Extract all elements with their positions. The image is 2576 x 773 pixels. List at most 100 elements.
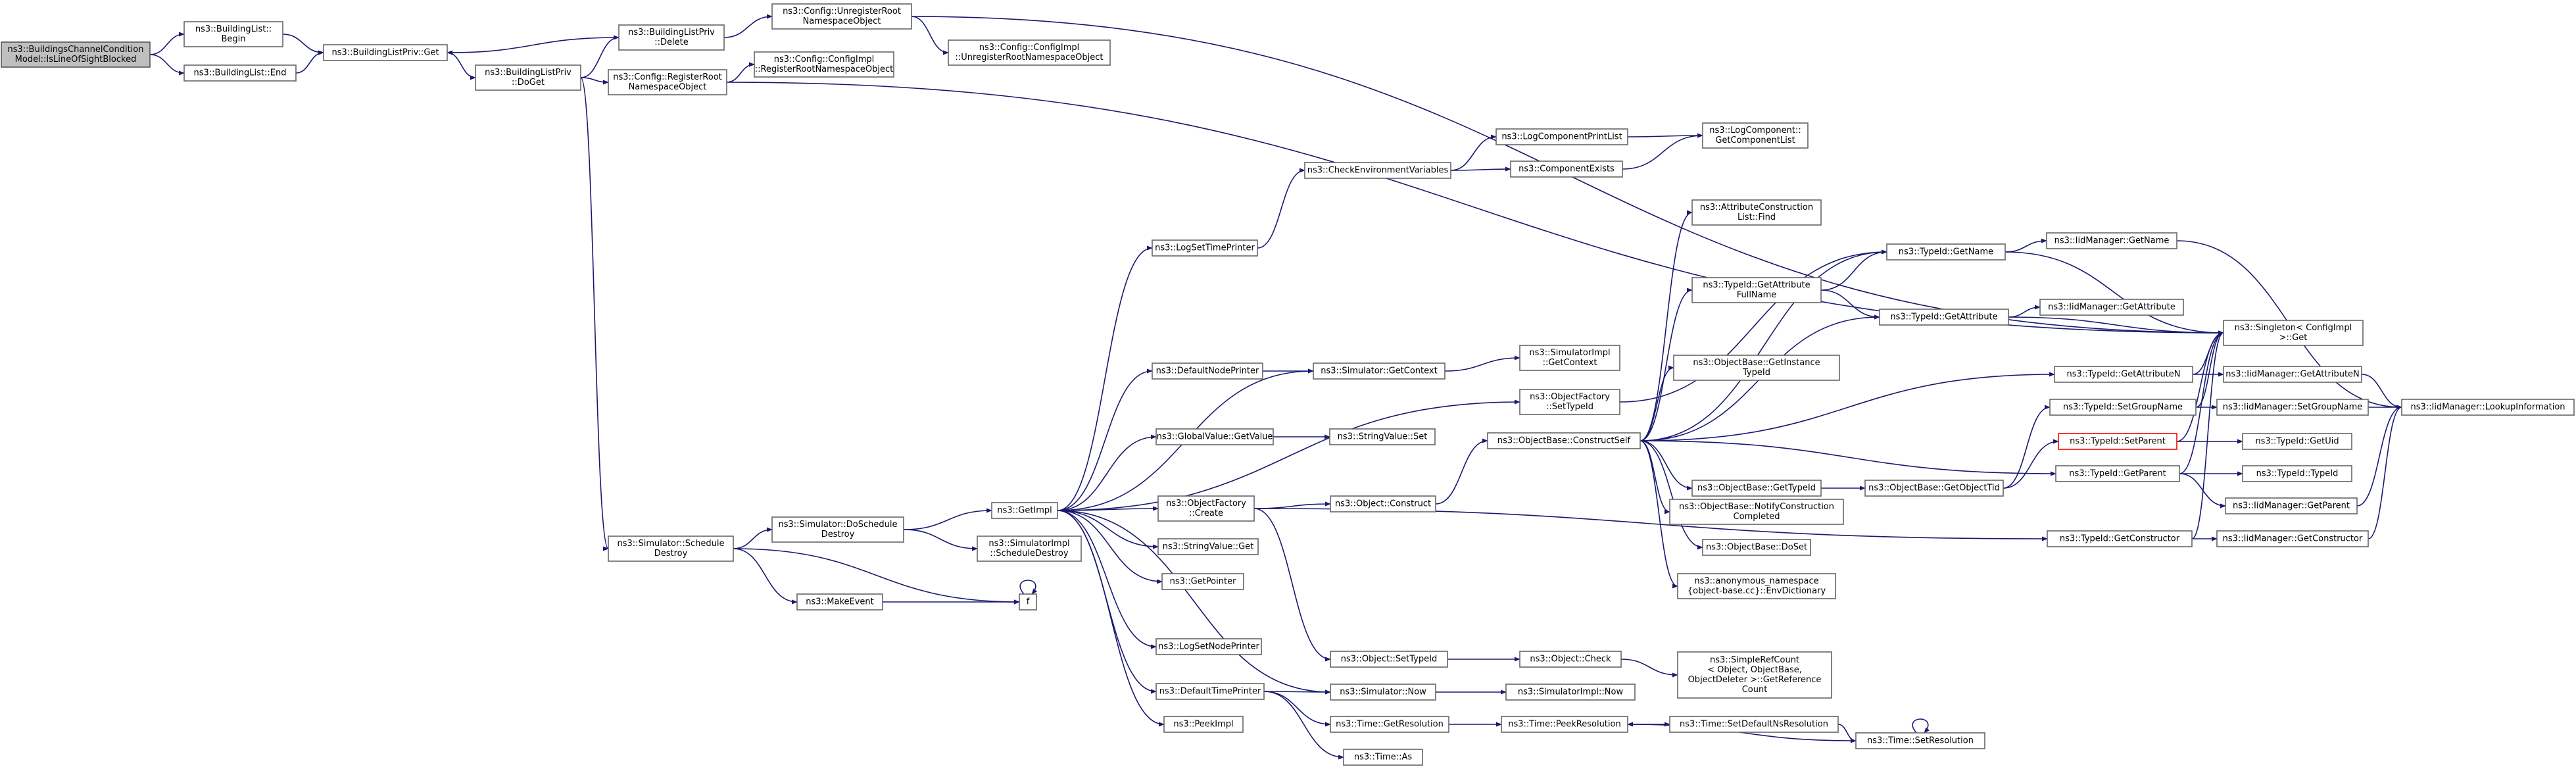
node-tidgetname[interactable]: ns3::TypeId::GetName (1886, 243, 2006, 261)
node-iidgetname[interactable]: ns3::IidManager::GetName (2046, 232, 2177, 249)
node-box (1702, 539, 1811, 556)
node-iidgetctor[interactable]: ns3::IidManager::GetConstructor (2216, 530, 2369, 547)
node-label: ns3::Config::RegisterRoot (613, 72, 722, 82)
node-box (183, 21, 283, 47)
node-box (1677, 573, 1836, 599)
node-label: ns3::Config::UnregisterRoot (783, 7, 901, 16)
node-cfgunreg[interactable]: ns3::Config::UnregisterRootNamespaceObje… (771, 3, 912, 30)
edge-simsched-to-makeevent (733, 548, 798, 605)
node-tidgetctor[interactable]: ns3::TypeId::GetConstructor (2047, 530, 2193, 547)
node-simimplnow[interactable]: ns3::SimulatorImpl::Now (1505, 684, 1636, 701)
node-defnodep[interactable]: ns3::DefaultNodePrinter (1152, 362, 1263, 380)
node-timesetres[interactable]: ns3::Time::SetResolution (1855, 732, 1985, 749)
node-obdoset[interactable]: ns3::ObjectBase::DoSet (1702, 539, 1811, 556)
node-label: NamespaceObject (803, 16, 881, 26)
node-tidgetuid[interactable]: ns3::TypeId::GetUid (2242, 433, 2352, 450)
node-logsetnp[interactable]: ns3::LogSetNodePrinter (1155, 638, 1262, 655)
node-makeevent[interactable]: ns3::MakeEvent (796, 593, 883, 611)
node-blend[interactable]: ns3::BuildingList::End (183, 64, 297, 82)
node-blpdoget[interactable]: ns3::BuildingListPriv::DoGet (475, 64, 581, 91)
edge-tidgetctor-to-singleton (2191, 330, 2224, 539)
node-ofsettid[interactable]: ns3::ObjectFactory::SetTypeId (1519, 389, 1620, 415)
node-logcpl[interactable]: ns3::LogComponentPrintList (1495, 128, 1628, 145)
node-obnotify[interactable]: ns3::ObjectBase::NotifyConstructionCompl… (1669, 499, 1844, 525)
node-svget[interactable]: ns3::StringValue::Get (1157, 538, 1259, 555)
node-simgetctx[interactable]: ns3::Simulator::GetContext (1313, 362, 1446, 380)
node-tidgetparent[interactable]: ns3::TypeId::GetParent (2055, 465, 2180, 482)
node-obgettid[interactable]: ns3::ObjectBase::GetTypeId (1691, 480, 1822, 497)
edge-obconstructself-to-obdoset (1640, 440, 1703, 550)
node-label: FullName (1737, 290, 1777, 300)
node-label: ns3::IidManager::GetConstructor (2223, 534, 2363, 544)
node-compexists[interactable]: ns3::ComponentExists (1510, 161, 1623, 178)
node-timegetres[interactable]: ns3::Time::GetResolution (1330, 716, 1449, 733)
node-label: ns3::TypeId::SetGroupName (2063, 403, 2183, 412)
node-simnow[interactable]: ns3::Simulator::Now (1330, 684, 1436, 701)
node-getptr[interactable]: ns3::GetPointer (1161, 573, 1244, 590)
node-cfgreg[interactable]: ns3::Config::RegisterRootNamespaceObject (608, 69, 727, 95)
node-anonenvdict[interactable]: ns3::anonymous_namespace{object-base.cc}… (1677, 573, 1836, 599)
node-timeas[interactable]: ns3::Time::As (1343, 749, 1423, 766)
node-box (977, 536, 1082, 562)
node-cfgimplunreg[interactable]: ns3::Config::ConfigImpl::UnregisterRootN… (948, 39, 1111, 66)
node-getimpl[interactable]: ns3::GetImpl (991, 502, 1058, 519)
node-objsettid[interactable]: ns3::Object::SetTypeId (1330, 651, 1448, 668)
node-singleton[interactable]: ns3::Singleton< ConfigImpl >::Get (2223, 320, 2364, 346)
node-checkenv[interactable]: ns3::CheckEnvironmentVariables (1304, 162, 1451, 179)
node-simsched[interactable]: ns3::Simulator::ScheduleDestroy (608, 536, 734, 562)
node-objconstruct[interactable]: ns3::Object::Construct (1330, 495, 1436, 512)
node-simimplsd[interactable]: ns3::SimulatorImpl::ScheduleDestroy (977, 536, 1082, 562)
node-objcheck[interactable]: ns3::Object::Check (1519, 651, 1622, 668)
node-timesetdef[interactable]: ns3::Time::SetDefaultNsResolution (1669, 716, 1839, 733)
node-svset[interactable]: ns3::StringValue::Set (1329, 428, 1436, 445)
node-obgetobjtid[interactable]: ns3::ObjectBase::GetObjectTid (1864, 480, 2004, 497)
node-cfgimplreg[interactable]: ns3::Config::ConfigImpl::RegisterRootNam… (754, 51, 894, 78)
node-simimplgetctx[interactable]: ns3::SimulatorImpl::GetContext (1519, 345, 1620, 371)
node-root[interactable]: ns3::BuildingsChannelConditionModel::IsL… (1, 41, 151, 68)
node-label: ns3::SimulatorImpl (1529, 348, 1610, 358)
node-iidgetparent[interactable]: ns3::IidManager::GetParent (2225, 497, 2358, 514)
node-ofcreate[interactable]: ns3::ObjectFactory::Create (1157, 495, 1255, 522)
node-tidgetattrn[interactable]: ns3::TypeId::GetAttributeN (2054, 366, 2193, 383)
node-tidgetattr[interactable]: ns3::TypeId::GetAttribute (1879, 309, 2009, 326)
node-blbegin[interactable]: ns3::BuildingList::Begin (183, 21, 283, 47)
node-box (1864, 480, 2004, 497)
node-label: ns3::ObjectBase::ConstructSelf (1497, 436, 1631, 446)
node-iidsetgroup[interactable]: ns3::IidManager::SetGroupName (2216, 399, 2369, 416)
node-blpdel[interactable]: ns3::BuildingListPriv::Delete (618, 24, 725, 51)
node-tidsetparent[interactable]: ns3::TypeId::SetParent (2058, 433, 2177, 450)
node-logsettp[interactable]: ns3::LogSetTimePrinter (1152, 239, 1258, 257)
node-simplerefcount[interactable]: ns3::SimpleRefCount< Object, ObjectBase,… (1677, 651, 1832, 699)
node-logcgcl[interactable]: ns3::LogComponent::GetComponentList (1702, 122, 1809, 149)
node-iidgetattr[interactable]: ns3::IidManager::GetAttribute (2039, 299, 2184, 316)
node-box (1330, 684, 1436, 701)
edge-objcheck-to-simplerefcount (1620, 659, 1678, 678)
edge-getimpl-to-defnodep (1057, 368, 1153, 511)
node-timepeekres[interactable]: ns3::Time::PeekResolution (1501, 716, 1628, 733)
node-f[interactable]: f (1019, 593, 1037, 611)
node-iidgetattrn[interactable]: ns3::IidManager::GetAttributeN (2223, 366, 2362, 383)
node-box (2039, 299, 2184, 316)
node-label: ns3::StringValue::Set (1338, 432, 1428, 442)
edge-blpdel-to-blpget (447, 37, 620, 55)
node-label: ns3::TypeId::GetParent (2069, 469, 2166, 479)
node-tidtypeid[interactable]: ns3::TypeId::TypeId (2242, 465, 2352, 482)
node-gvget[interactable]: ns3::GlobalValue::GetValue (1155, 428, 1274, 445)
node-box (1157, 495, 1255, 522)
node-box (1691, 480, 1822, 497)
node-label: ns3::IidManager::GetAttributeN (2225, 370, 2360, 380)
node-label: ns3::Object::SetTypeId (1341, 655, 1437, 664)
node-deftp[interactable]: ns3::DefaultTimePrinter (1155, 683, 1265, 700)
node-peekimpl[interactable]: ns3::PeekImpl (1163, 716, 1244, 733)
edge-getimpl-to-ofsettid (1057, 399, 1520, 511)
edge-simsched-to-simdosched (733, 527, 773, 549)
node-obconstructself[interactable]: ns3::ObjectBase::ConstructSelf (1487, 432, 1641, 449)
node-blpget[interactable]: ns3::BuildingListPriv::Get (323, 44, 448, 61)
node-iidlookup[interactable]: ns3::IidManager::LookupInformation (2401, 399, 2575, 416)
node-tidsetgroup[interactable]: ns3::TypeId::SetGroupName (2049, 399, 2197, 416)
edge-objconstruct-to-obconstructself (1435, 438, 1488, 505)
